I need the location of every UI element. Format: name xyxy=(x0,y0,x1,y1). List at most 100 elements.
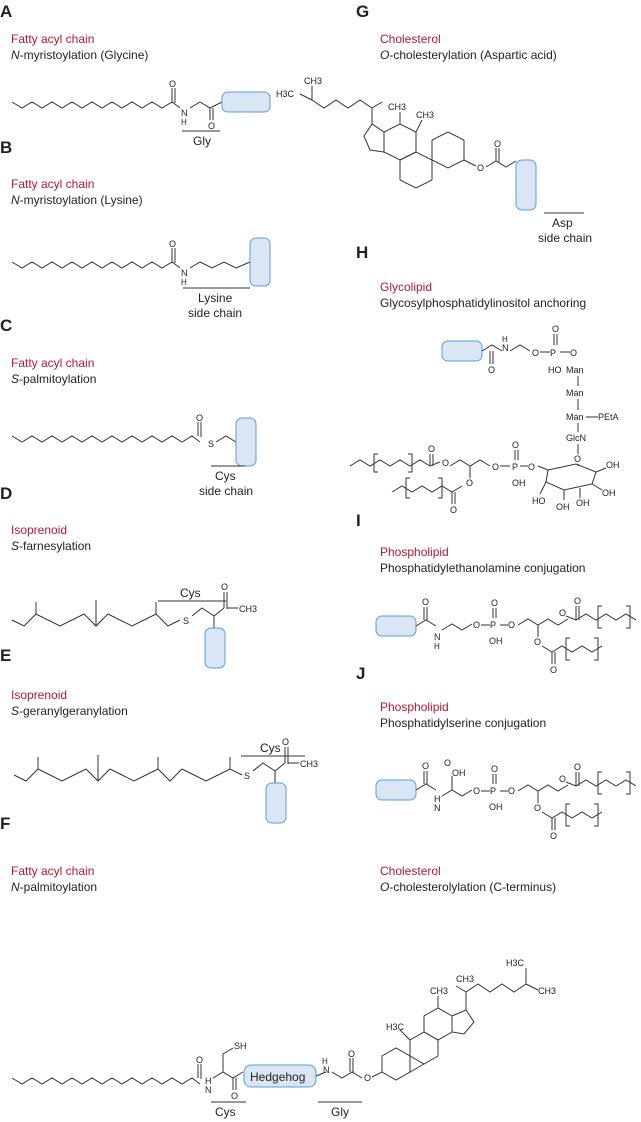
ring-d-g xyxy=(363,123,385,153)
structure-i: O N H O P O OH O O O O O xyxy=(375,596,637,675)
protein-d xyxy=(204,627,226,669)
atom-o-a1: O xyxy=(169,79,176,89)
panel-letter-f: F xyxy=(0,814,11,833)
atom-h3c-g: H3C xyxy=(276,89,295,99)
sugar-man-2: Man xyxy=(566,388,584,398)
structure-d: S O CH3 Cys xyxy=(11,582,257,669)
modification-h: Glycosylphosphatidylinositol anchoring xyxy=(380,296,587,310)
atom-n-j: N xyxy=(434,803,441,813)
atom-o-h1: O xyxy=(488,365,495,375)
structure-a: O N H O Gly xyxy=(11,79,271,148)
structure-e: S O CH3 Cys xyxy=(13,737,318,824)
atom-oh-h1: OH xyxy=(606,460,620,470)
panel-letter-j: J xyxy=(356,664,366,683)
atom-o-h9: O xyxy=(466,478,473,488)
atom-ch3-f1: CH3 xyxy=(430,986,448,996)
category-f: Fatty acyl chain xyxy=(11,864,95,878)
atom-n-i: N xyxy=(434,632,441,642)
panel-letter-h: H xyxy=(356,243,369,262)
atom-ch3-g1: CH3 xyxy=(416,110,434,120)
protein-e xyxy=(265,782,287,824)
atom-o-c: O xyxy=(196,413,203,423)
atom-oh-h3: OH xyxy=(556,502,570,512)
atom-p-j: P xyxy=(490,786,496,796)
panel-letter-c: C xyxy=(0,316,13,335)
panel-letter-d: D xyxy=(0,484,13,503)
atom-o-f4: O xyxy=(364,1073,371,1083)
atom-h-j: H xyxy=(434,794,441,804)
category-h: Glycolipid xyxy=(380,280,433,294)
atom-p-h2: P xyxy=(512,462,518,472)
ring-b-f xyxy=(409,1031,439,1065)
panel-letter-e: E xyxy=(0,646,12,665)
structure-b: O N H Lysine side chain xyxy=(11,237,271,320)
atom-o-j6: O xyxy=(559,774,566,784)
atom-o-h3: O xyxy=(552,324,559,334)
group-peta: PEtA xyxy=(598,412,619,422)
atom-h3c-f2: H3C xyxy=(506,958,525,968)
atom-s-d: S xyxy=(183,616,189,626)
atom-o-g2: O xyxy=(494,139,501,149)
atom-o-b: O xyxy=(169,239,176,249)
atom-o-j1: O xyxy=(422,761,429,771)
residue-label-a: Gly xyxy=(193,134,211,148)
protein-j xyxy=(375,779,417,801)
sugar-man-1: Man xyxy=(566,365,584,375)
atom-o-j8: O xyxy=(534,803,541,813)
atom-n-b: N xyxy=(181,268,188,278)
residue-label-c: Cys xyxy=(215,469,236,483)
atom-o-f1: O xyxy=(196,1055,203,1065)
atom-o-j7: O xyxy=(574,762,581,772)
atom-o-h7: O xyxy=(512,440,519,450)
atom-s-c: S xyxy=(208,439,214,449)
atom-o-h5: O xyxy=(574,454,581,464)
atom-n-a: N xyxy=(181,108,188,118)
protein-g xyxy=(515,159,537,211)
atom-ch3-e: CH3 xyxy=(300,759,318,769)
category-g: Cholesterol xyxy=(380,32,441,46)
structure-h: O H N O P O O HO Man Man Man PEtA GlcN O… xyxy=(349,324,620,515)
palmitoyl-chain-c xyxy=(11,435,201,443)
atom-p-i: P xyxy=(490,620,496,630)
residue-label-g2: side chain xyxy=(538,231,592,245)
atom-ch3-f2: CH3 xyxy=(456,974,474,984)
atom-h-i: H xyxy=(434,642,440,651)
atom-h-f2: H xyxy=(322,1057,328,1066)
myristoyl-chain-a xyxy=(11,101,181,109)
atom-o-h11: O xyxy=(428,444,435,454)
category-c: Fatty acyl chain xyxy=(11,356,95,370)
atom-o-j9: O xyxy=(550,831,557,841)
category-j: Phospholipid xyxy=(380,700,449,714)
modification-j: Phosphatidylserine conjugation xyxy=(380,716,547,730)
protein-h xyxy=(441,340,483,362)
residue-label-f: Cys xyxy=(215,1105,236,1119)
atom-o-f3: O xyxy=(348,1049,355,1059)
atom-o-i1: O xyxy=(422,597,429,607)
structure-c: O S Cys side chain xyxy=(11,413,257,498)
modification-e: S-geranylgeranylation xyxy=(11,704,128,718)
category-e: Isoprenoid xyxy=(11,688,68,702)
atom-o-h2: O xyxy=(532,348,539,358)
inositol-ring xyxy=(545,463,597,491)
ring-c-f xyxy=(423,1007,453,1041)
atom-h-h: H xyxy=(502,335,508,344)
atom-o-i4: O xyxy=(508,620,515,630)
protein-c xyxy=(235,417,257,467)
structure-f: O H N SH O Hedgehog H N O O H3C CH3 CH3 … xyxy=(11,958,556,1119)
atom-ch3-g3: CH3 xyxy=(304,76,322,86)
ring-a-f xyxy=(381,1047,411,1081)
ring-d-f xyxy=(451,1009,475,1035)
atom-h-a: H xyxy=(181,118,187,127)
category-f2: Cholesterol xyxy=(380,864,441,878)
category-d: Isoprenoid xyxy=(11,523,68,537)
atom-oh-j2: OH xyxy=(489,802,503,812)
atom-h-f1: H xyxy=(205,1076,212,1086)
category-a: Fatty acyl chain xyxy=(11,32,95,46)
modification-d: S-farnesylation xyxy=(11,539,92,553)
modification-i: Phosphatidylethanolamine conjugation xyxy=(380,561,586,575)
panel-letter-a: A xyxy=(0,2,13,21)
atom-ho-h1: HO xyxy=(548,365,562,375)
atom-oh-h2: OH xyxy=(602,488,616,498)
atom-n-f1: N xyxy=(205,1085,212,1095)
